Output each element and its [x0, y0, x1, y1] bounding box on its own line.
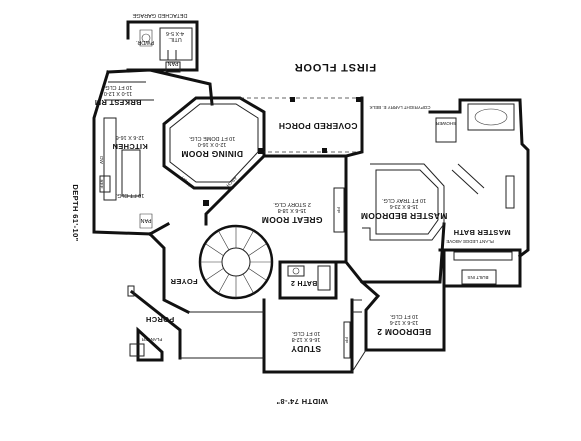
kitchen-size: 12-6 X 16-6 — [116, 134, 145, 140]
depth-label: DEPTH 61'-10" — [71, 184, 80, 241]
covered-porch-label: COVERED PORCH — [279, 121, 358, 131]
bedroom2-walls — [352, 279, 446, 352]
fp-great-label: FP — [336, 207, 341, 213]
arch-label-2: ARCH — [180, 175, 193, 188]
planter-label: PLANTER — [141, 337, 163, 342]
study-ceiling: 10 FT CLG. — [291, 330, 320, 336]
brkfst-ceiling: 10 FT CLG. — [103, 84, 132, 90]
garage-label: DETACHED GARAGE — [132, 12, 187, 18]
master-bedroom-ceiling: 10 FT TRAY CLG. — [381, 197, 426, 203]
study-walls — [262, 298, 354, 374]
master-bedroom-label: MASTER BEDROOM — [361, 211, 448, 221]
bedroom2-label: BEDROOM 2 — [377, 327, 431, 337]
plan-title: FIRST FLOOR — [294, 61, 376, 73]
study-label: STUDY — [291, 344, 321, 354]
built-ins-label: BUILT INS — [467, 275, 488, 280]
study-size: 16-6 X 12-8 — [292, 336, 321, 342]
garage-block — [126, 20, 199, 73]
bedroom2-ceiling: 10 FT CLG. — [389, 313, 418, 319]
kitchen-block — [92, 68, 214, 237]
dining-size: 12-0 X 16-0 — [198, 141, 227, 147]
pan-left-label: PAN — [141, 217, 152, 223]
foyer-label: FOYER — [170, 277, 198, 286]
ref-label: REF — [99, 180, 104, 189]
brkfst-label: BRKFST RM — [95, 98, 142, 107]
great-room-ceiling: 2 STORY CLG. — [273, 201, 311, 207]
dining-ceiling: 10 FT DOME CLG. — [188, 135, 235, 141]
util-size: 4-X 5-6 — [166, 30, 184, 36]
kitchen-ceiling: 10 FT CLG. — [115, 192, 144, 198]
spiral-stair — [198, 224, 274, 300]
dw-label: DW — [99, 156, 104, 164]
bath2-walls — [278, 260, 338, 300]
master-bath-walls — [428, 98, 530, 288]
pwdr-label: PWDR. — [135, 39, 154, 45]
shower-label: SHOWER — [435, 121, 456, 126]
kitchen-label: KITCHEN — [112, 142, 147, 151]
fp-study-label: FP — [344, 337, 349, 343]
width-label: WIDTH 74'-8" — [276, 397, 328, 406]
great-room-size: 15-6 X 18-8 — [278, 207, 307, 213]
master-bedroom-size: 15-8 X 23-6 — [390, 203, 419, 209]
great-room-label: GREAT ROOM — [262, 215, 323, 225]
util-label: UTIL. — [168, 36, 182, 42]
bath2-label: BATH 2 — [291, 279, 318, 286]
master-bath-label-line1: MASTER BATH — [453, 228, 510, 237]
foyer-porch-walls — [127, 231, 191, 362]
porch-label: PORCH — [146, 315, 175, 324]
exterior-lines — [180, 311, 367, 373]
copyright-label: COPYRIGHT LARRY E. BELK — [369, 105, 430, 110]
pan-top-label: PAN — [168, 60, 179, 66]
dining-label: DINING ROOM — [181, 149, 243, 159]
master-bedroom-walls — [344, 96, 446, 284]
plant-ledge-label: PLANT LEDGE ABOVE — [446, 239, 493, 244]
bedroom2-size: 13-6 X 12-6 — [390, 319, 419, 325]
brkfst-size: 11-0 X 12-0 — [104, 90, 132, 96]
